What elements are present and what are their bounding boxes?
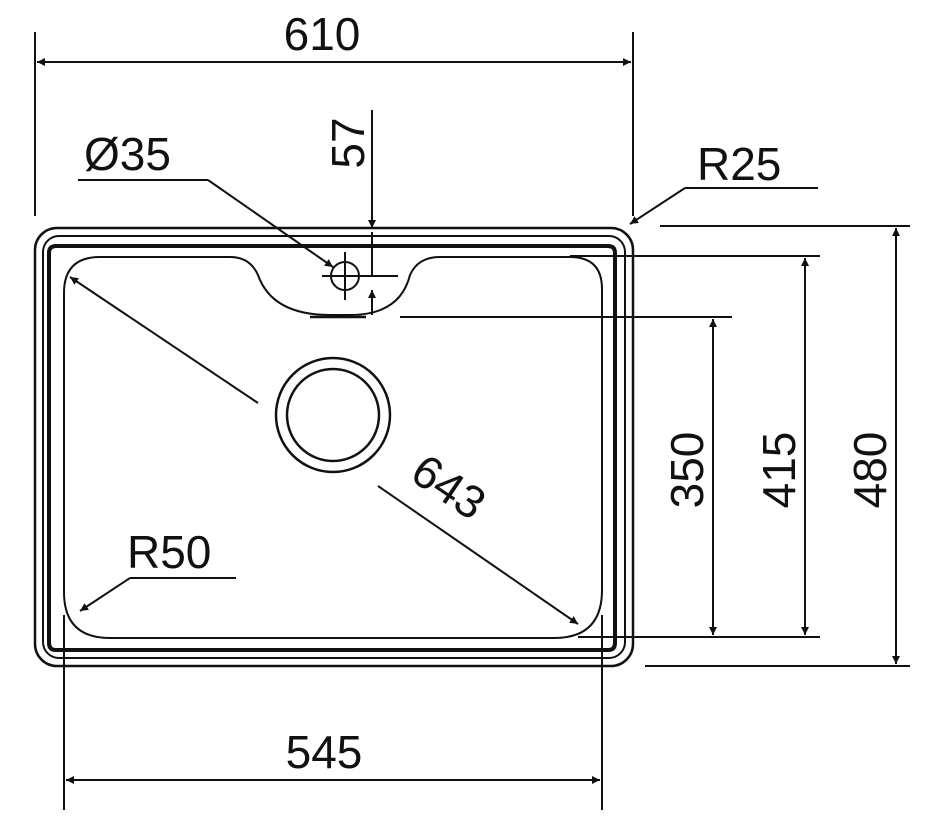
label-tap-hole-diameter: Ø35 [84,128,171,180]
dimension-bowl-depth-inner: 350 [400,316,732,635]
dimension-outer-corner-radius: R25 [629,138,818,225]
label-outer-corner-radius: R25 [697,138,781,190]
dimension-bowl-depth: 415 [570,255,820,638]
label-overall-width: 610 [284,8,361,60]
dimension-bowl-width: 545 [63,615,603,810]
label-overall-depth: 480 [844,432,896,509]
drain-inner [285,367,381,463]
bowl-edge [47,244,617,652]
label-bowl-width: 545 [286,726,363,778]
label-tap-hole-offset: 57 [322,117,374,168]
sink-inner-rim [42,235,626,659]
label-bowl-corner-radius: R50 [127,526,211,578]
dimension-bowl-corner-radius: R50 [79,526,236,612]
sink-outer-rim [33,226,635,668]
dimension-overall-depth: 480 [645,225,910,667]
label-bowl-depth: 415 [753,432,805,509]
dimension-tap-hole-offset: 57 [322,110,376,315]
dimension-tap-hole-diameter: Ø35 [78,128,334,268]
dimension-overall-width: 610 [34,8,634,216]
drain-outer [274,356,392,474]
label-bowl-depth-inner: 350 [661,432,713,509]
bowl-inner [63,256,603,639]
sink-outline [33,226,635,668]
label-bowl-diagonal: 643 [403,444,496,530]
